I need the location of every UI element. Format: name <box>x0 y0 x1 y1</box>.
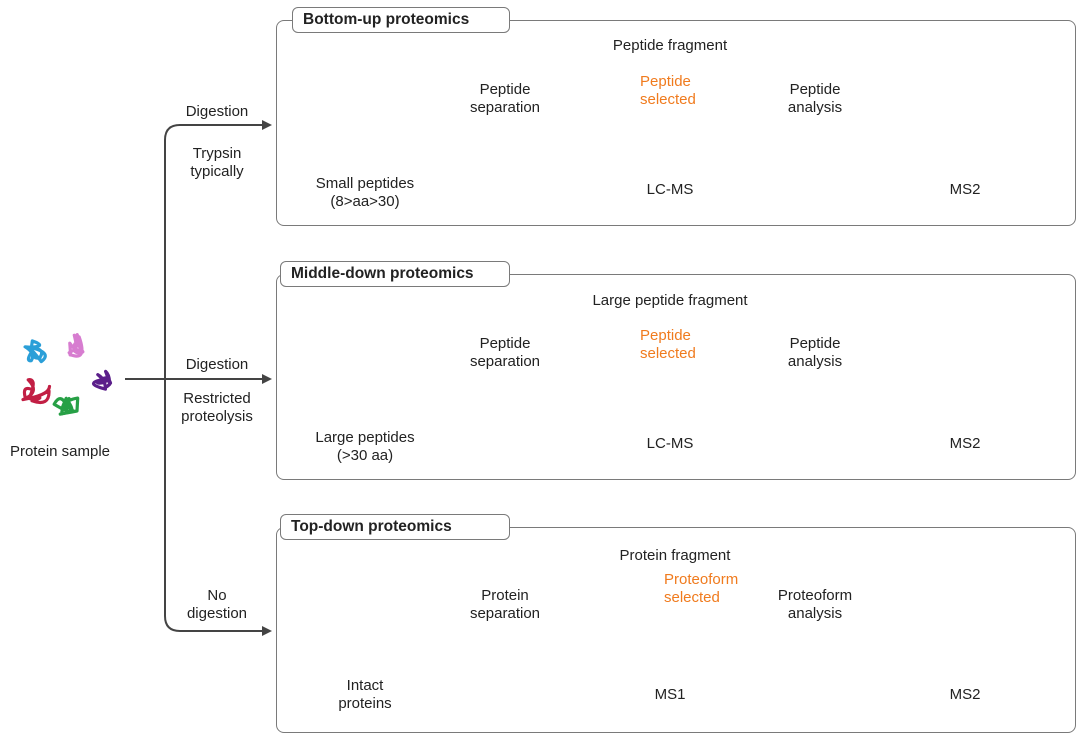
bottom-sample-label-2: (8>aa>30) <box>330 193 400 210</box>
bottom-up-panel <box>276 20 1076 226</box>
protein-blob-red <box>21 378 52 405</box>
middle-down-panel <box>276 274 1076 480</box>
top-sample-label-2: proteins <box>338 695 392 712</box>
bottom-separation-2: separation <box>469 99 541 116</box>
top-sample-label-1: Intact <box>346 677 384 694</box>
tangled-proteins-icon <box>21 333 113 416</box>
middle-sample-label-1: Large peptides <box>315 429 415 446</box>
top-analysis-2: analysis <box>787 605 843 622</box>
bottom-separation-1: Peptide <box>479 81 531 98</box>
middle-selected-2: selected <box>640 345 696 362</box>
bottom-sample-label-1: Small peptides <box>315 175 415 192</box>
top-down-title: Top-down proteomics <box>280 514 510 540</box>
bottom-analysis-2: analysis <box>787 99 843 116</box>
protein-blob-blue <box>23 339 47 364</box>
middle-spectrum-label: LC-MS <box>646 435 694 452</box>
top-separation-1: Protein <box>481 587 529 604</box>
middle-down-title: Middle-down proteomics <box>280 261 510 287</box>
branch-middle-sublabel-1: Restricted <box>183 390 251 407</box>
branch-flow-lines <box>125 120 272 636</box>
middle-analysis-2: analysis <box>787 353 843 370</box>
branch-bottom-sublabel-2: typically <box>190 163 244 180</box>
branch-bottom-label: Digestion <box>185 103 249 120</box>
bottom-selected-1: Peptide <box>640 73 691 90</box>
top-analysis-1: Proteoform <box>777 587 853 604</box>
middle-separation-1: Peptide <box>479 335 531 352</box>
top-ms-label: MS2 <box>949 686 981 703</box>
branch-middle-label: Digestion <box>185 356 249 373</box>
middle-selected-1: Peptide <box>640 327 691 344</box>
top-separation-2: separation <box>469 605 541 622</box>
top-selected-2: selected <box>664 589 720 606</box>
bottom-spectrum-label: LC-MS <box>646 181 694 198</box>
middle-spectrum-title: Large peptide fragment <box>592 292 748 309</box>
middle-separation-2: separation <box>469 353 541 370</box>
branch-middle-sublabel-2: proteolysis <box>181 408 253 425</box>
branch-bottom-sublabel-1: Trypsin <box>192 145 242 162</box>
bottom-selected-2: selected <box>640 91 696 108</box>
bottom-ms-label: MS2 <box>949 181 981 198</box>
middle-analysis-1: Peptide <box>789 335 841 352</box>
bottom-spectrum-title: Peptide fragment <box>612 37 728 54</box>
protein-blob-purple <box>91 369 113 391</box>
branch-trunk-lower <box>164 140 272 636</box>
middle-sample-label-2: (>30 aa) <box>336 447 394 464</box>
branch-trunk <box>164 120 272 141</box>
top-spectrum-title: Protein fragment <box>619 547 731 564</box>
protein-blob-pink <box>67 333 85 358</box>
protein-blob-green <box>52 396 80 416</box>
protein-sample-label: Protein sample <box>9 443 111 460</box>
bottom-up-title: Bottom-up proteomics <box>292 7 510 33</box>
top-spectrum-label: MS1 <box>654 686 686 703</box>
middle-ms-label: MS2 <box>949 435 981 452</box>
top-selected-1: Proteoform <box>664 571 739 588</box>
branch-top-label-2: digestion <box>186 605 248 622</box>
bottom-analysis-1: Peptide <box>789 81 841 98</box>
top-down-panel <box>276 527 1076 733</box>
branch-top-label-1: No <box>207 587 227 604</box>
